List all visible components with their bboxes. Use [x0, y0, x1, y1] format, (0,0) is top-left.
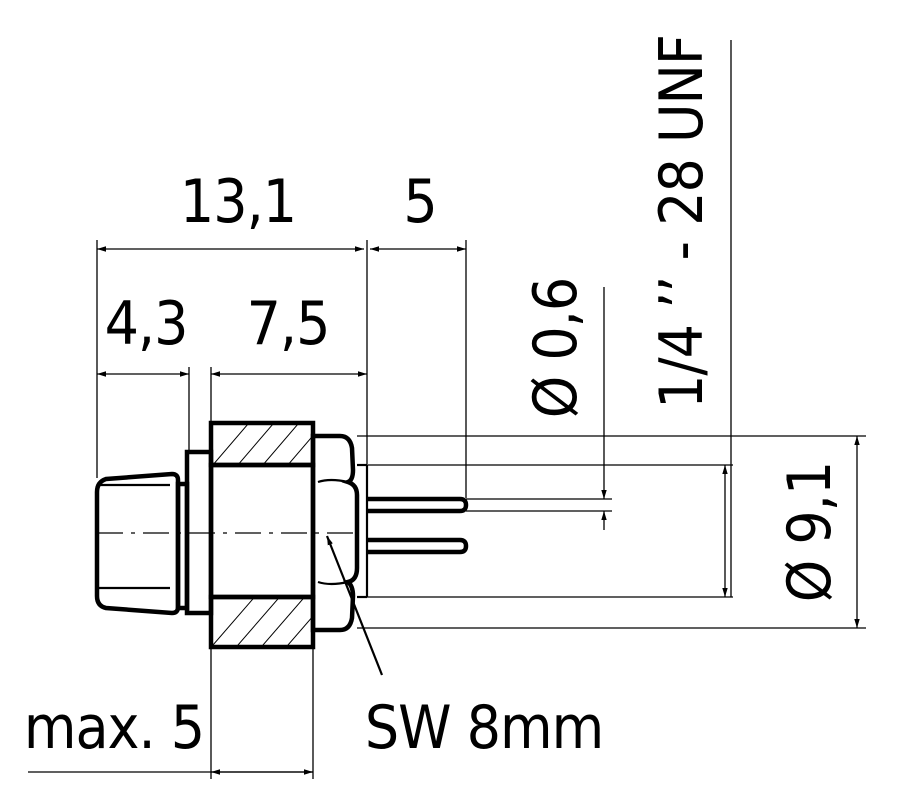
dimension-labels: 13,1 5 4,3 7,5 Ø 0,6 1/4 ’’ - 28 UNF Ø 9…	[24, 35, 845, 763]
label-panel-thickness: max. 5	[24, 693, 204, 763]
label-pin-diameter: Ø 0,6	[521, 278, 591, 418]
panel-section	[208, 420, 316, 650]
dimension-lines	[28, 40, 866, 779]
label-front-length: 4,3	[105, 289, 188, 359]
label-overall-length: 13,1	[180, 167, 296, 237]
label-outer-diameter: Ø 9,1	[775, 462, 845, 602]
label-pin-length: 5	[403, 167, 436, 237]
label-thread: 1/4 ’’ - 28 UNF	[647, 35, 717, 409]
label-body-length: 7,5	[247, 289, 330, 359]
connector-body	[94, 433, 469, 633]
label-wrench-size: SW 8mm	[365, 693, 603, 763]
